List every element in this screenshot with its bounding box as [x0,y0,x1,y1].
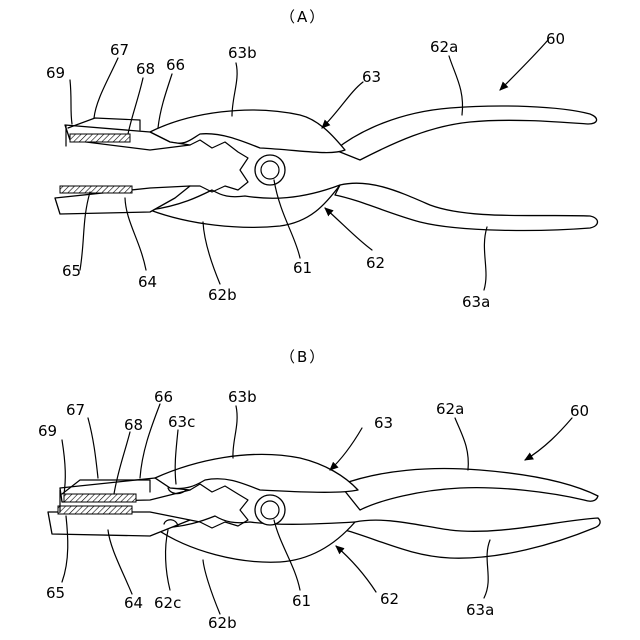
label-63b-b: 63b [228,388,257,406]
label-65-b: 65 [46,584,65,602]
upper-handle-62a [335,106,597,160]
label-65-a: 65 [62,262,81,280]
lower-jaw-62b-b [155,516,355,562]
label-61-b: 61 [292,592,311,610]
label-63-a: 63 [362,68,381,86]
label-64-b: 64 [124,594,143,612]
panel-b-title: （B） [280,348,326,366]
label-64-a: 64 [138,273,157,291]
label-62-a: 62 [366,254,385,272]
label-62b-b: 62b [208,614,237,632]
upper-jaw-63b-b [155,454,358,492]
label-69-a: 69 [46,64,65,82]
label-68-b: 68 [124,416,143,434]
panel-a: （A） 69 [46,8,598,311]
attachment-68-b [64,494,136,502]
label-62a-b: 62a [436,400,464,418]
serrations-a [190,140,248,192]
label-67-b: 67 [66,401,85,419]
pivot-61-b [255,495,285,525]
label-62b-a: 62b [208,286,237,304]
attachment-68-a [70,134,130,142]
lower-handle-63a-b [345,518,600,558]
label-68-a: 68 [136,60,155,78]
upper-handle-62a-b [340,469,598,510]
label-60-b: 60 [570,402,589,420]
label-63-b: 63 [374,414,393,432]
label-63a-a: 63a [462,293,490,311]
label-69-b: 69 [38,422,57,440]
label-62c-b: 62c [154,594,181,612]
label-62a-a: 62a [430,38,458,56]
label-60-a: 60 [546,30,565,48]
panel-b: （B） [38,348,600,632]
panel-a-title: （A） [280,8,326,26]
label-67-a: 67 [110,41,129,59]
attachment-65-b [58,506,132,514]
label-62-b: 62 [380,590,399,608]
label-63c-b: 63c [168,413,195,431]
label-61-a: 61 [293,259,312,277]
attachment-65-a [60,186,132,193]
label-66-a: 66 [166,56,185,74]
label-63b-a: 63b [228,44,257,62]
label-66-b: 66 [154,388,173,406]
pivot-61-a [255,155,285,185]
label-63a-b: 63a [466,601,494,619]
lower-handle-63a [335,183,598,230]
